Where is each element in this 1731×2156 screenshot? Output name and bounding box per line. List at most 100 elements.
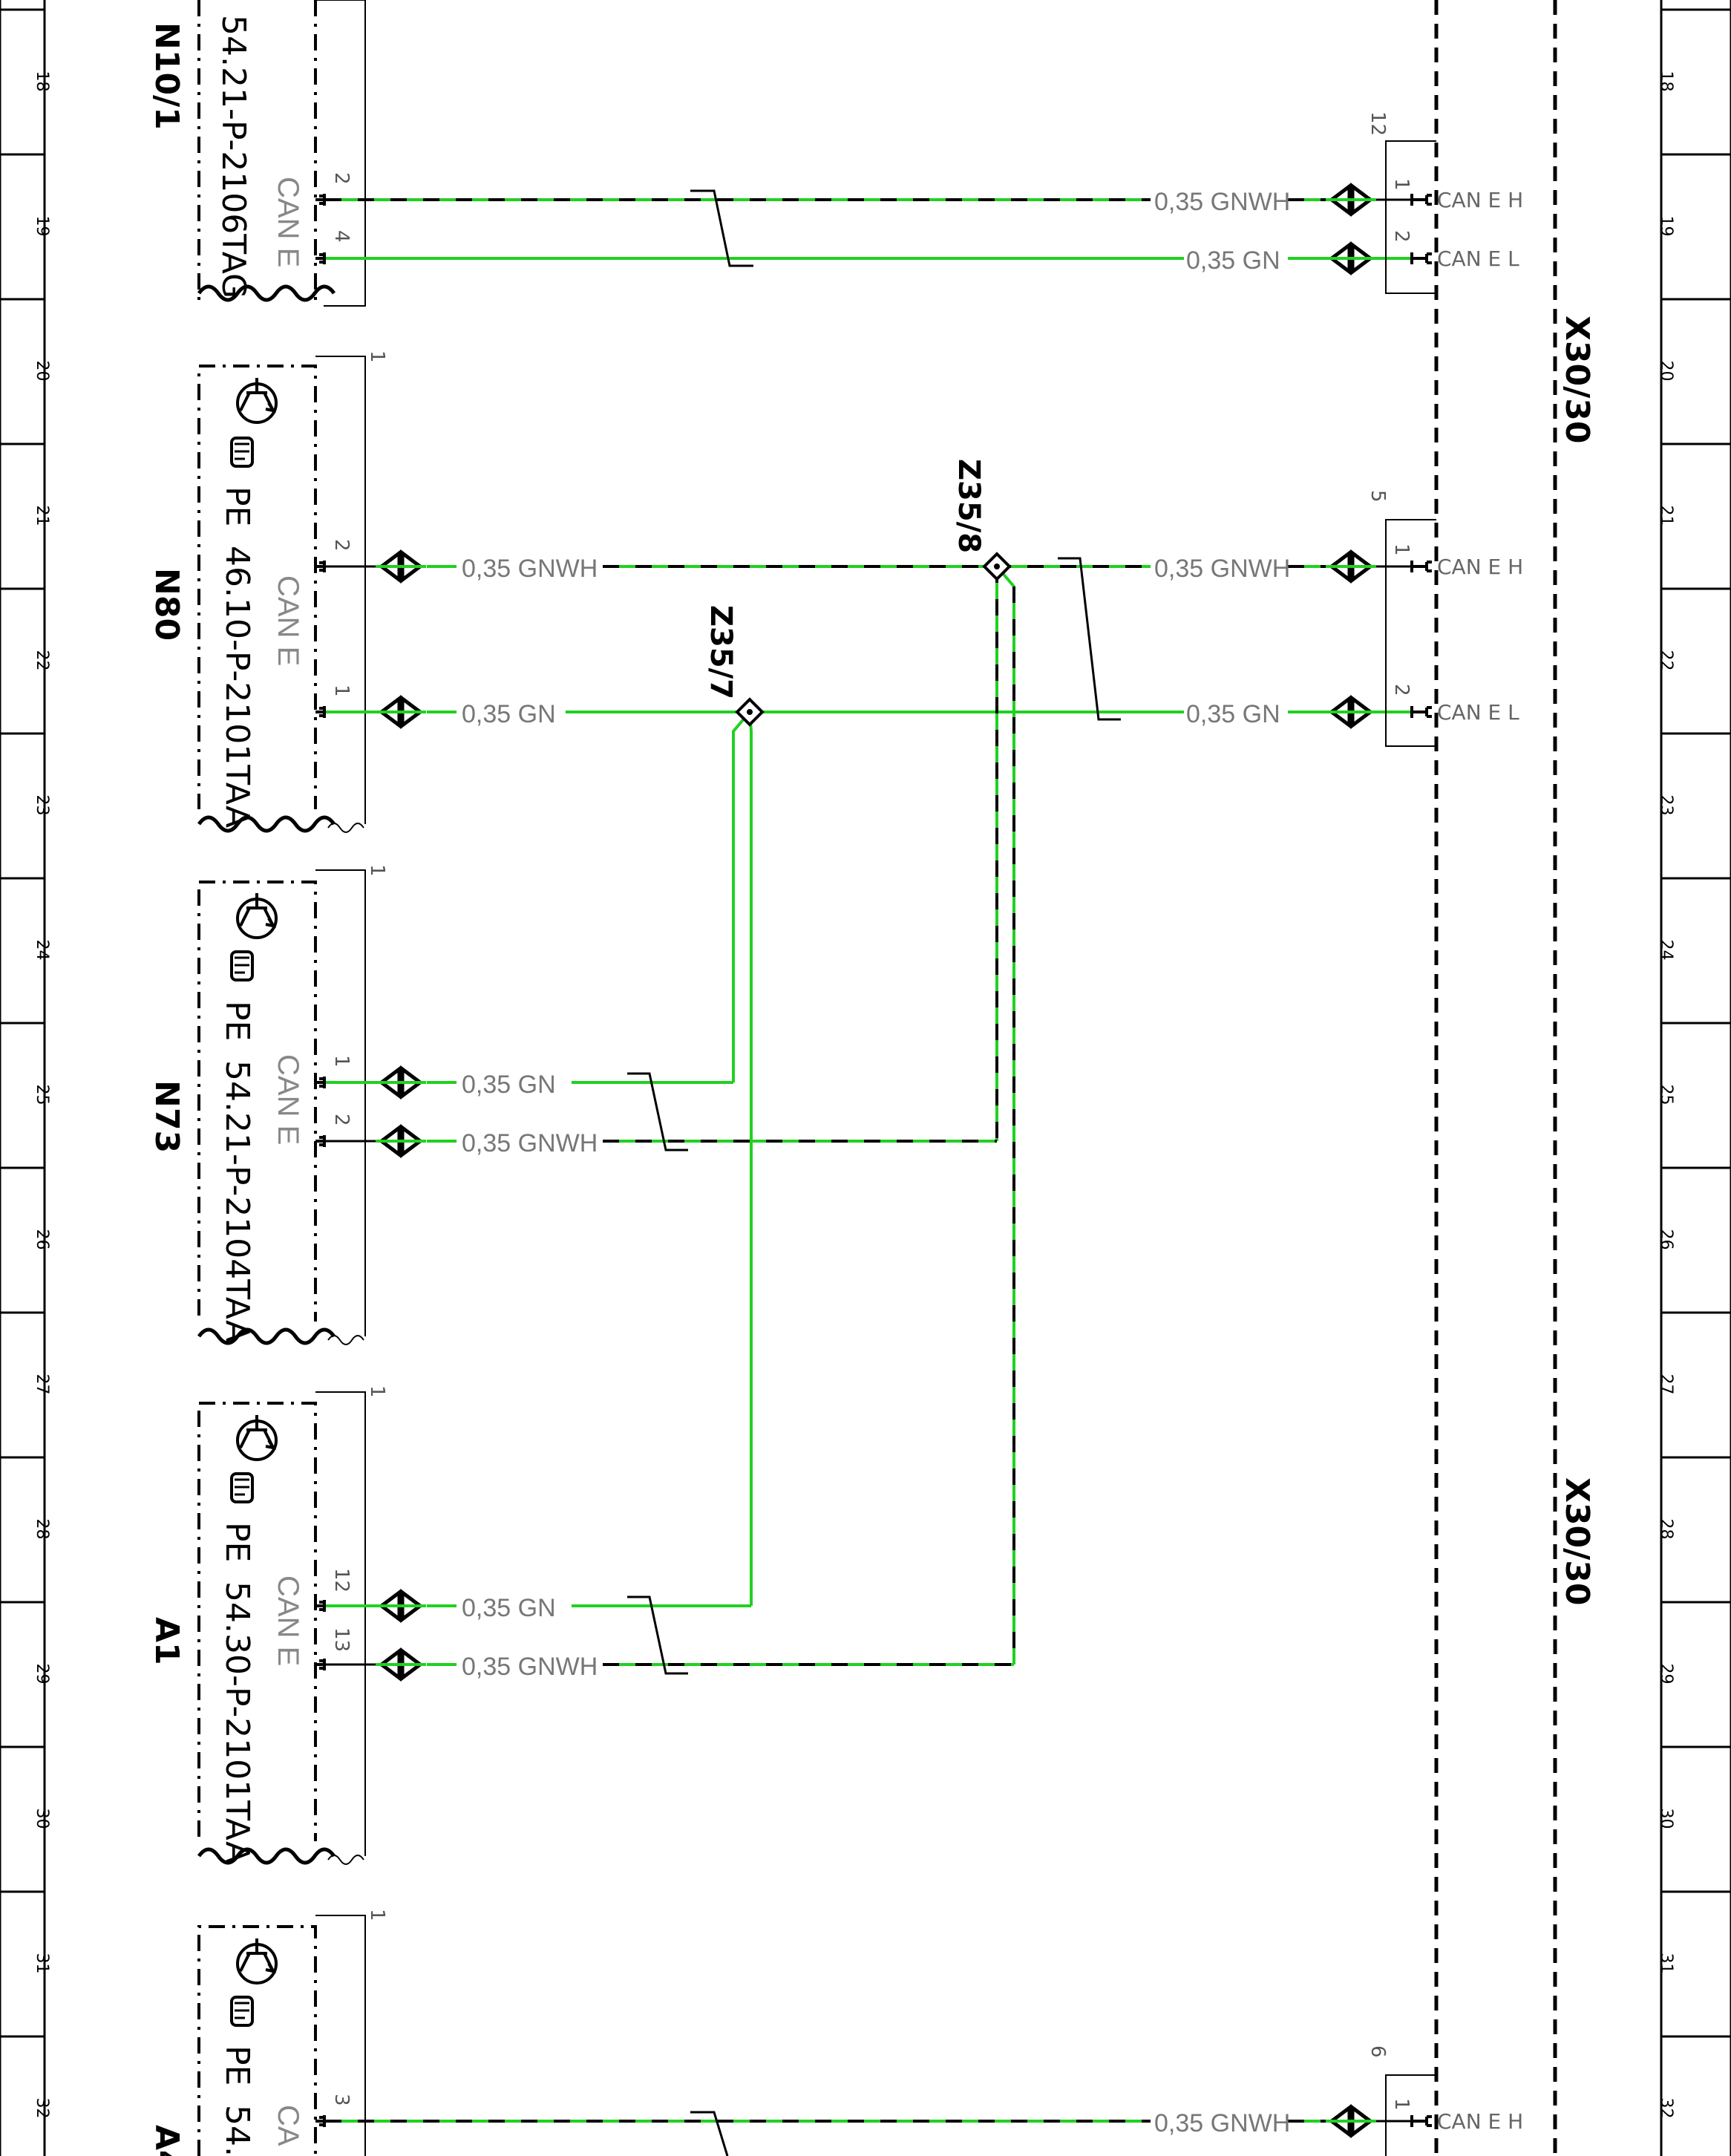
grid-row-number: 25 <box>1657 1085 1675 1105</box>
connector-pin-function: CAN E L <box>1437 700 1519 725</box>
connector-arrow-icon <box>1326 2108 1376 2134</box>
transistor-icon <box>236 378 278 424</box>
component-code: A4 <box>148 2125 186 2156</box>
grid-row-number: 30 <box>1657 1809 1675 1829</box>
grid-row-number: 25 <box>33 1085 51 1105</box>
component-pin-terminals <box>315 194 326 2127</box>
wire-label: 0,35 GNWH <box>462 1653 598 1681</box>
wire-label: 0,35 GN <box>1186 700 1280 728</box>
component-n80[interactable]: 1 PE 46.10-P-2101TAA N80 CAN E <box>148 350 388 839</box>
component-doc-ref: 54.21-P-2104TAA <box>218 1060 256 1342</box>
wire-label: 0,35 GNWH <box>462 1129 598 1157</box>
component-doc-ref: 54.30-P-2101TAA <box>218 1581 256 1863</box>
splice-label: Z35/8 <box>952 459 986 553</box>
grid-row-number: 27 <box>33 1374 51 1395</box>
pin-number: 2 <box>330 539 353 552</box>
bus-label: CAN E <box>272 177 304 267</box>
connector-pin-function: CAN E L <box>1437 246 1519 271</box>
component-a1[interactable]: 1 PE 54.30-P-2101TAA A1 CAN E <box>148 1385 388 1871</box>
component-doc-ref: 54.21-P-2106TAG <box>215 15 252 298</box>
connector-arrow-icon <box>1326 553 1376 580</box>
splice-label: Z35/7 <box>704 605 738 699</box>
wire-label: 0,35 GNWH <box>1154 555 1290 583</box>
wire-label: 0,35 GN <box>462 1594 556 1622</box>
bus-label: CAN E <box>272 1054 304 1145</box>
grid-row-number: 19 <box>33 216 51 237</box>
connector-pin-number: 2 <box>1390 684 1413 696</box>
hand-pointer-icon <box>230 437 254 468</box>
transistor-icon <box>236 1938 278 1984</box>
wire-labels: 0,35 GNWH 0,35 GN 0,35 GN 0,35 GNWH 0,35… <box>462 188 1290 2137</box>
pin-group-number: 5 <box>1367 490 1389 503</box>
component-code: A1 <box>148 1617 186 1665</box>
twist-marker <box>627 1595 688 1675</box>
connector-arrow-icon <box>1326 699 1376 725</box>
wire-label: 0,35 GNWH <box>462 555 598 583</box>
corner-label: 1 <box>366 864 388 877</box>
connector-pin-number: 1 <box>1390 543 1413 556</box>
twist-marker <box>690 189 753 267</box>
grid-row-number: 26 <box>1657 1229 1675 1250</box>
twist-marker <box>1058 557 1121 721</box>
grid-row-number: 20 <box>1657 361 1675 382</box>
grid-row-number: 21 <box>1657 506 1675 526</box>
component-doc-ref: 54. <box>218 2105 256 2156</box>
connector-x30-30[interactable]: X30/30 X30/30 12 5 6 1 2 1 2 1 CAN E H C… <box>1367 0 1596 2156</box>
connector-arrow-icon <box>376 553 426 580</box>
connector-pin-function: CAN E H <box>1437 188 1523 212</box>
connector-arrow-icon <box>376 1069 426 1096</box>
hand-pointer-icon <box>230 1996 254 2027</box>
corner-label: 1 <box>366 1909 388 1921</box>
component-code: N80 <box>148 568 186 641</box>
grid-row-number: 24 <box>1657 940 1675 961</box>
twist-marker <box>627 1072 688 1152</box>
wire-label: 0,35 GN <box>462 1071 556 1099</box>
splice-z35-7[interactable]: Z35/7 <box>704 605 765 727</box>
wires <box>325 189 1412 2156</box>
bus-label: CA <box>272 2105 304 2146</box>
pin-group-bracket <box>1385 2074 1436 2156</box>
splice-z35-8[interactable]: Z35/8 <box>952 459 1012 581</box>
wire-label: 0,35 GNWH <box>1154 2109 1290 2137</box>
grid-row-number: 21 <box>33 506 51 526</box>
component-a4[interactable]: 1 PE 54. A4 CA <box>148 1909 388 2156</box>
grid-row-number: 30 <box>33 1809 51 1829</box>
connector-pin-number: 1 <box>1390 178 1413 191</box>
component-doc-prefix: PE <box>218 1522 256 1562</box>
pin-number: 1 <box>330 1055 353 1068</box>
grid-row-number: 18 <box>1657 71 1675 92</box>
connector-arrow-icon <box>1326 186 1376 213</box>
grid-row-number: 28 <box>33 1519 51 1540</box>
wire-gnwh-vertical[interactable] <box>995 565 1015 1665</box>
component-n73[interactable]: 1 PE 54.21-P-2104TAA N73 CAN E <box>148 864 388 1351</box>
connector-arrows <box>376 186 1376 2134</box>
connector-arrow-icon <box>376 1592 426 1619</box>
component-n10-1[interactable]: N10/1 54.21-P-2106TAG CAN E <box>148 0 366 307</box>
wire-label: 0,35 GN <box>462 700 556 728</box>
component-doc-prefix: PE <box>218 1001 256 1041</box>
connector-pin-number: 1 <box>1390 2098 1413 2111</box>
grid-row-number: 29 <box>33 1664 51 1685</box>
grid-row-number: 22 <box>33 650 51 671</box>
grid-row-number: 31 <box>1657 1953 1675 1974</box>
pin-group-number: 12 <box>1367 111 1389 136</box>
hand-pointer-icon <box>230 950 254 981</box>
component-doc-prefix: PE <box>218 486 256 526</box>
grid-row-number: 19 <box>1657 216 1675 237</box>
transistor-icon <box>236 1415 278 1461</box>
pin-number: 2 <box>330 1114 353 1126</box>
component-doc-prefix: PE <box>218 2045 256 2085</box>
grid-row-number: 23 <box>1657 795 1675 816</box>
pin-group-number: 6 <box>1367 2045 1389 2058</box>
corner-label: 1 <box>366 350 388 363</box>
grid-row-number: 32 <box>1657 2098 1675 2119</box>
grid-row-number: 24 <box>33 940 51 961</box>
connector-pin-function: CAN E H <box>1437 2109 1523 2134</box>
pin-number: 1 <box>330 685 353 697</box>
wire-gn-vertical[interactable] <box>732 710 753 1606</box>
connector-pin-number: 2 <box>1390 230 1413 243</box>
connector-arrow-icon <box>1326 245 1376 272</box>
pin-number: 12 <box>330 1568 353 1592</box>
